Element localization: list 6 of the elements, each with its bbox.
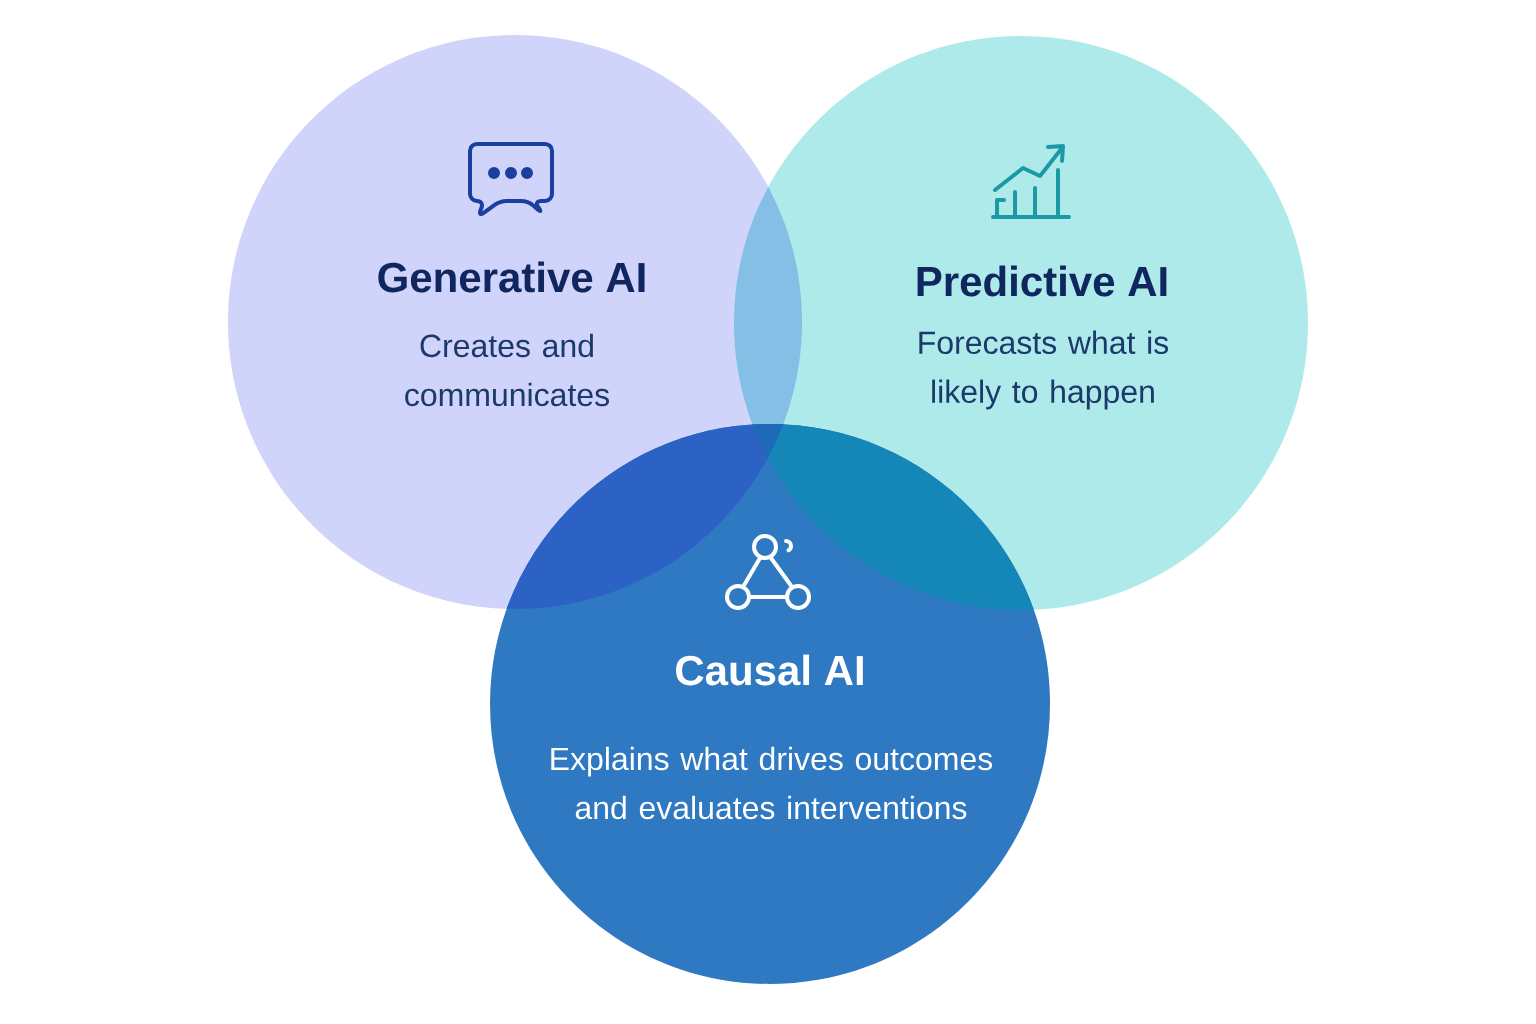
circle-title: Generative AI [378, 261, 645, 293]
circle-title: Predictive AI [917, 265, 1167, 297]
circle-description: Forecasts what is likely to happen [919, 330, 1169, 410]
circle-description: Creates and communicates [405, 333, 609, 407]
circle-description: Explains what drives outcomes and evaluates interventions [551, 746, 993, 820]
circle-title: Causal AI [676, 654, 863, 686]
